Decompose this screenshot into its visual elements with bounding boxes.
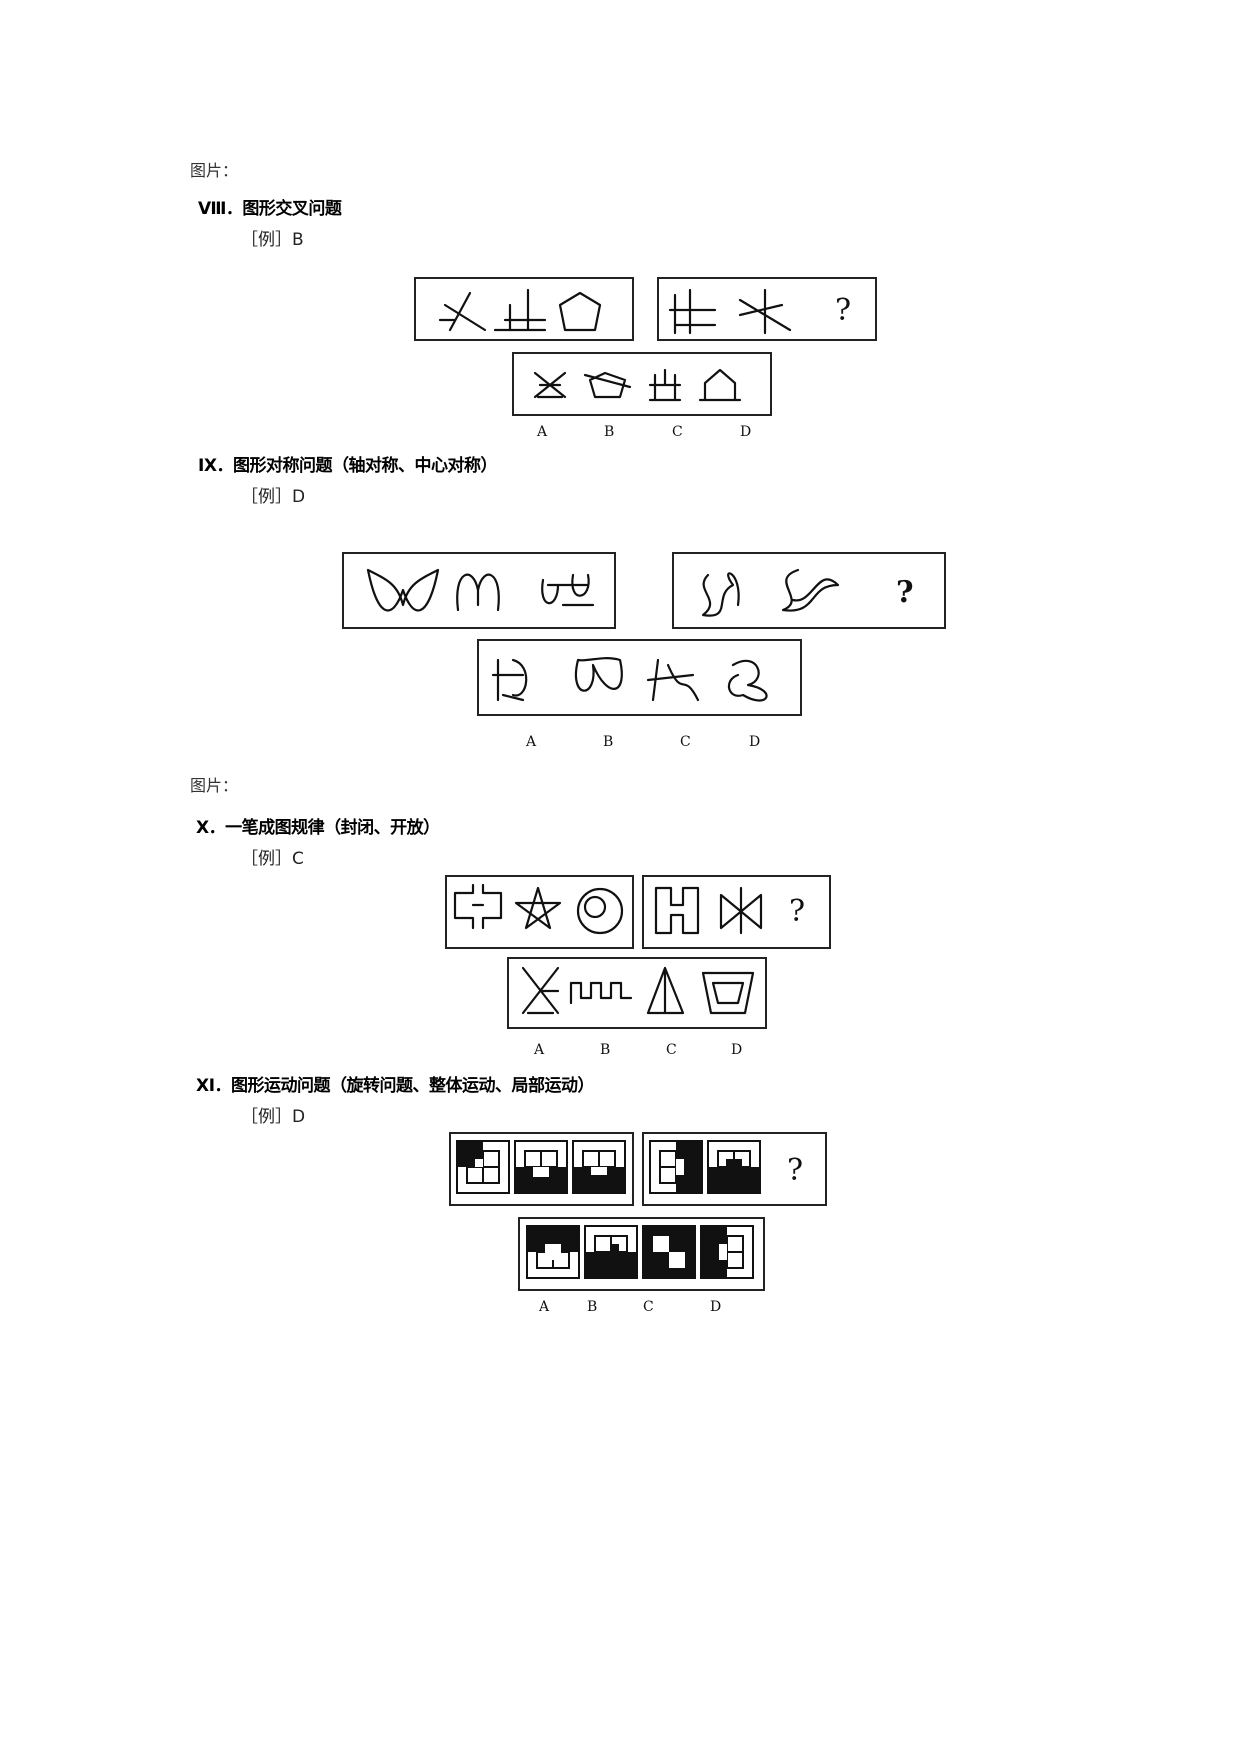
bowtie-shape — [719, 886, 763, 935]
image-caption: 图片： — [190, 161, 239, 180]
question-mark: ? — [787, 1153, 803, 1188]
options-box — [507, 957, 767, 1029]
option-c-shape — [646, 658, 700, 702]
stem-box-right — [642, 875, 831, 949]
option-c-tile — [642, 1225, 696, 1279]
figure-eight-shape — [701, 572, 740, 617]
option-label-c[interactable]: C — [643, 1299, 654, 1315]
pinwheel-shape — [781, 568, 840, 612]
section-heading-one-stroke: Ⅹ．一笔成图规律（封闭、开放） — [196, 818, 440, 838]
option-b-tile — [584, 1225, 638, 1279]
option-label-c[interactable]: C — [672, 424, 683, 440]
option-d-tile — [700, 1225, 754, 1279]
option-b-shape — [583, 371, 632, 399]
grid-tile-3 — [572, 1140, 626, 1194]
option-a-tile — [526, 1225, 580, 1279]
pentagon-shape — [558, 291, 602, 332]
option-d-shape — [698, 368, 742, 402]
line-square-shape — [493, 288, 547, 332]
option-label-d[interactable]: D — [731, 1042, 743, 1058]
cross-grid-shape — [668, 288, 717, 335]
option-a-shape — [491, 658, 528, 702]
option-label-b[interactable]: B — [603, 734, 614, 750]
grid-tile-2 — [514, 1140, 568, 1194]
option-b-shape — [569, 981, 633, 1005]
option-label-d[interactable]: D — [749, 734, 761, 750]
h-shape — [654, 886, 700, 935]
example-answer: ［例］B — [241, 230, 304, 250]
option-label-a[interactable]: A — [534, 1042, 545, 1058]
grid-tile-4 — [649, 1140, 703, 1194]
option-a-shape — [521, 966, 560, 1015]
circle-shape — [576, 887, 624, 935]
question-mark: ? — [835, 293, 851, 328]
motion-puzzle-figure: ? — [449, 1132, 827, 1291]
option-b-shape — [574, 657, 623, 692]
line-triangle-shape — [438, 291, 487, 332]
option-label-d[interactable]: D — [740, 424, 752, 440]
image-caption: 图片： — [190, 776, 239, 795]
one-stroke-puzzle-figure: ? — [445, 875, 831, 1029]
option-d-shape — [701, 971, 755, 1015]
section-heading-motion: Ⅺ．图形运动问题（旋转问题、整体运动、局部运动） — [196, 1076, 595, 1096]
option-c-shape — [646, 966, 685, 1015]
stem-box-right — [672, 552, 946, 629]
option-d-shape — [727, 659, 768, 702]
section-heading-crossing: Ⅷ．图形交叉问题 — [198, 199, 342, 219]
example-answer: ［例］D — [241, 487, 306, 507]
maze-shape — [453, 883, 503, 930]
symmetry-puzzle-figure: ? — [342, 552, 946, 716]
option-label-a[interactable]: A — [526, 734, 537, 750]
example-answer: ［例］D — [241, 1107, 306, 1127]
option-label-b[interactable]: B — [604, 424, 615, 440]
option-label-a[interactable]: A — [537, 424, 548, 440]
star-icon — [514, 886, 562, 930]
option-c-shape — [648, 368, 682, 402]
arch-shape — [456, 573, 500, 612]
grid-tile-5 — [707, 1140, 761, 1194]
grid-tile-1 — [456, 1140, 510, 1194]
option-a-shape — [533, 371, 567, 399]
option-label-b[interactable]: B — [587, 1299, 598, 1315]
slash-cross-shape — [738, 288, 792, 335]
wing-shape — [366, 568, 440, 612]
option-label-c[interactable]: C — [666, 1042, 677, 1058]
options-box — [477, 639, 802, 716]
section-heading-symmetry: Ⅸ．图形对称问题（轴对称、中心对称） — [198, 456, 498, 476]
question-mark: ? — [789, 894, 805, 929]
example-answer: ［例］C — [241, 849, 304, 869]
option-label-a[interactable]: A — [539, 1299, 550, 1315]
loops-shape — [541, 573, 595, 607]
crossing-puzzle-figure: ? — [414, 277, 877, 416]
option-label-b[interactable]: B — [600, 1042, 611, 1058]
option-label-c[interactable]: C — [680, 734, 691, 750]
option-label-d[interactable]: D — [710, 1299, 722, 1315]
question-mark: ? — [896, 575, 914, 610]
